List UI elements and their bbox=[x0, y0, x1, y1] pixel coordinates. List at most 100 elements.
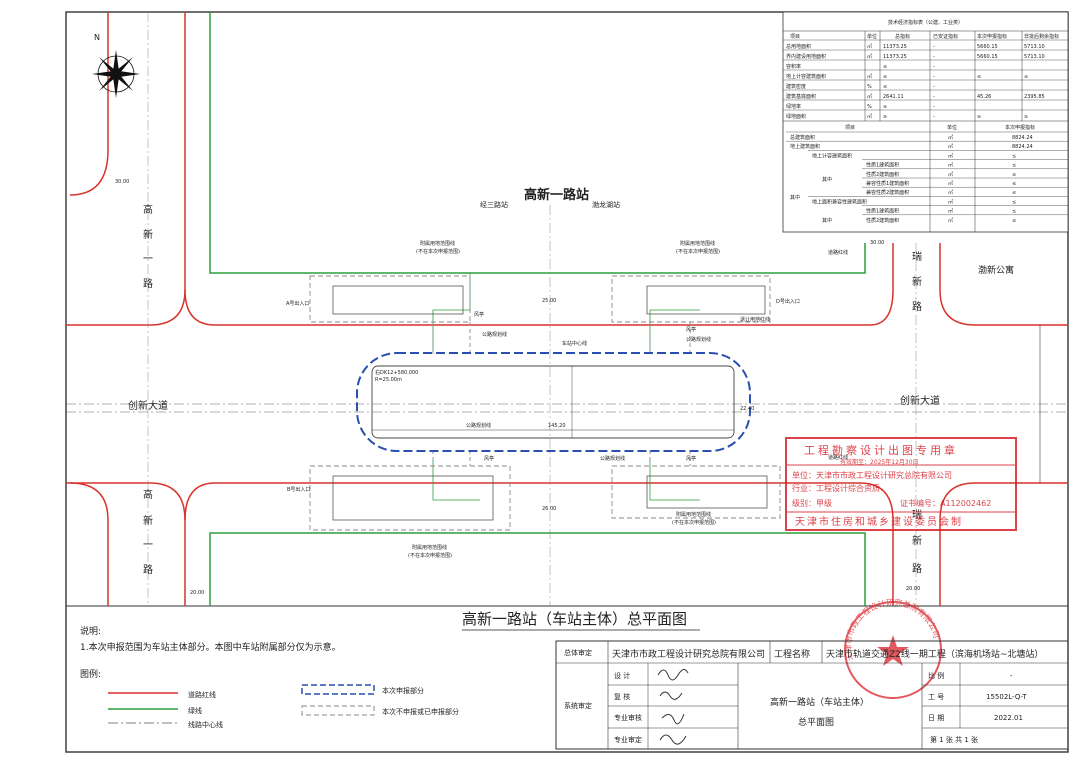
area-cell: 8824.24 bbox=[1012, 135, 1033, 141]
entrance-d-label: D号出入口 bbox=[776, 298, 800, 305]
area-cell: 兼容性质1建筑面积 bbox=[866, 180, 909, 187]
entrance-a-boundary bbox=[309, 275, 471, 323]
road-red-line-se bbox=[939, 482, 1068, 606]
road-right-upper-3: 路 bbox=[912, 300, 922, 313]
dim-30-right: 30.00 bbox=[870, 240, 884, 246]
tb-system-approve: 系统审定 bbox=[564, 701, 592, 710]
dim-20-right: 20.00 bbox=[906, 586, 920, 592]
area-cell: ≤ bbox=[1012, 199, 1016, 205]
road-right-lower-3: 路 bbox=[912, 562, 922, 575]
area-cell: ≤ bbox=[1012, 163, 1016, 169]
tech-cell: 地上计容建筑面积 bbox=[786, 73, 826, 80]
area-group-2: 其中 bbox=[822, 176, 832, 183]
area-cell: ≤ bbox=[1012, 190, 1016, 196]
stamp-unit: 单位：天津市市政工程设计研究总院有限公司 bbox=[792, 470, 952, 480]
legend-green: 绿线 bbox=[188, 706, 202, 715]
setback-line-label: 退让用地红线 bbox=[740, 316, 770, 323]
north-arrow-icon: N bbox=[92, 33, 140, 98]
road-red-line-n-curve bbox=[184, 289, 216, 326]
tech-cell: - bbox=[933, 74, 935, 80]
attached-left-note: (不在本次申报范围) bbox=[416, 248, 460, 255]
radius-label: R=25.00m bbox=[375, 377, 402, 383]
tb-drawing-title-2: 总平面图 bbox=[798, 716, 834, 728]
tech-cell: - bbox=[933, 54, 935, 60]
area-cell: ≤ bbox=[1012, 153, 1016, 159]
attached-bottom-right-label: 附属用地范围线 bbox=[676, 511, 711, 518]
annotations: A号出入口 D号出入口 B号出入口 附属用地范围线 (不在本次申报范围) 附属用… bbox=[115, 179, 920, 596]
sheet-frame bbox=[65, 11, 1069, 753]
stamp-validity: 有效期至：2025年12月30日 bbox=[840, 458, 919, 466]
tech-cell: 2641.11 bbox=[883, 94, 904, 100]
drawing-title: 高新一路站（车站主体）总平面图 bbox=[462, 610, 687, 628]
road-right-upper-2: 新 bbox=[912, 275, 922, 288]
tech-cell: - bbox=[933, 104, 935, 110]
road-red-line-south bbox=[215, 482, 894, 606]
area-cell: 地上建筑面积 bbox=[790, 143, 820, 150]
tech-cell: 11373.25 bbox=[883, 44, 907, 50]
area-cell: ≤ bbox=[1012, 209, 1016, 215]
area-cell: ㎡ bbox=[948, 162, 953, 169]
legend-gray-swatch bbox=[301, 705, 375, 716]
area-cell: 性质2建筑面积 bbox=[866, 171, 899, 178]
legend-road: 道路红线 bbox=[188, 690, 216, 699]
stamp-title: 工程勘察设计出图专用章 bbox=[804, 443, 958, 457]
tech-cell: 建筑密度 bbox=[786, 83, 806, 90]
road-red-line-ne bbox=[939, 243, 1068, 326]
area-group-1: 其中 bbox=[790, 194, 800, 201]
tb-design: 设 计 bbox=[614, 671, 630, 680]
wind-label-4: 风亭 bbox=[686, 455, 696, 462]
tech-cell: - bbox=[933, 64, 935, 70]
tech-cell: ㎡ bbox=[867, 53, 872, 60]
entrance-d-structure bbox=[646, 285, 766, 315]
notes-line1: 1.本次申报范围为车站主体部分。本图中车站附属部分仅为示意。 bbox=[80, 641, 341, 653]
entrance-c-boundary bbox=[611, 465, 781, 519]
tech-cell: ≥ bbox=[883, 114, 887, 120]
legend-title: 图例: bbox=[80, 668, 101, 680]
area-cell: ㎡ bbox=[948, 198, 953, 205]
tb-recheck: 复 核 bbox=[614, 692, 630, 701]
tech-cell: 2395.85 bbox=[1024, 94, 1045, 100]
area-th-this: 本次申报指标 bbox=[1005, 124, 1035, 131]
dim-30-left: 30.00 bbox=[115, 179, 129, 185]
tech-cell: % bbox=[867, 104, 872, 110]
tech-cell: ㎡ bbox=[867, 93, 872, 100]
area-cell: 性质1建筑面积 bbox=[866, 208, 899, 215]
entrance-c-structure bbox=[646, 475, 768, 509]
area-cell: 8824.24 bbox=[1012, 144, 1033, 150]
entrance-a-structure bbox=[332, 285, 464, 315]
tb-drawing-title-1: 高新一路站（车站主体） bbox=[770, 696, 869, 708]
area-cell: ≤ bbox=[1012, 172, 1016, 178]
tech-cell: % bbox=[867, 84, 872, 90]
road-main-left: 创新大道 bbox=[128, 399, 168, 412]
tech-cell: ≤ bbox=[883, 74, 887, 80]
area-cell: ≤ bbox=[1012, 218, 1016, 224]
road-red-line-sw2 bbox=[69, 482, 109, 606]
stamp-level: 级别：甲级 bbox=[792, 498, 832, 508]
road-red-line-s-curve bbox=[184, 482, 216, 521]
green-line-north bbox=[209, 12, 866, 274]
attachment-boxes bbox=[309, 275, 781, 531]
road-red-line-label: 道路红线 bbox=[828, 249, 848, 256]
drawing-stamp: 工程勘察设计出图专用章 有效期至：2025年12月30日 单位：天津市市政工程设… bbox=[785, 437, 1017, 531]
tb-sheet: 第 1 张 共 1 张 bbox=[930, 735, 978, 744]
tb-no-label: 工 号 bbox=[928, 693, 944, 701]
road-network bbox=[66, 12, 1068, 606]
tb-date-value: 2022.01 bbox=[994, 714, 1023, 722]
company-seal: 天津市市政工程设计研究总院有限公司 bbox=[843, 597, 942, 699]
boundary-label-3: 公路规划线 bbox=[466, 422, 491, 429]
area-cell: ㎡ bbox=[948, 208, 953, 215]
road-left-upper-1: 高 bbox=[143, 203, 153, 216]
road-right-lower-1: 瑞 bbox=[912, 509, 922, 521]
entrance-b-label: B号出入口 bbox=[287, 486, 310, 493]
tech-table: 技术经济指标表（公建、工业类） 项目 单位 总指标 已安证指标 本次申报指标 非… bbox=[782, 11, 1069, 233]
tb-scale-value: - bbox=[1010, 672, 1013, 680]
boundary-label-1: 公路规划线 bbox=[482, 331, 507, 338]
legend-blue-swatch bbox=[301, 684, 375, 695]
tech-cell: 绿地率 bbox=[786, 103, 801, 110]
attached-left-label: 附属用地范围线 bbox=[420, 240, 455, 247]
tb-company: 天津市市政工程设计研究总院有限公司 bbox=[612, 648, 765, 660]
tech-cell: - bbox=[933, 44, 935, 50]
area-group-3: 其中 bbox=[822, 217, 832, 224]
tech-cell: ≤ bbox=[977, 74, 981, 80]
